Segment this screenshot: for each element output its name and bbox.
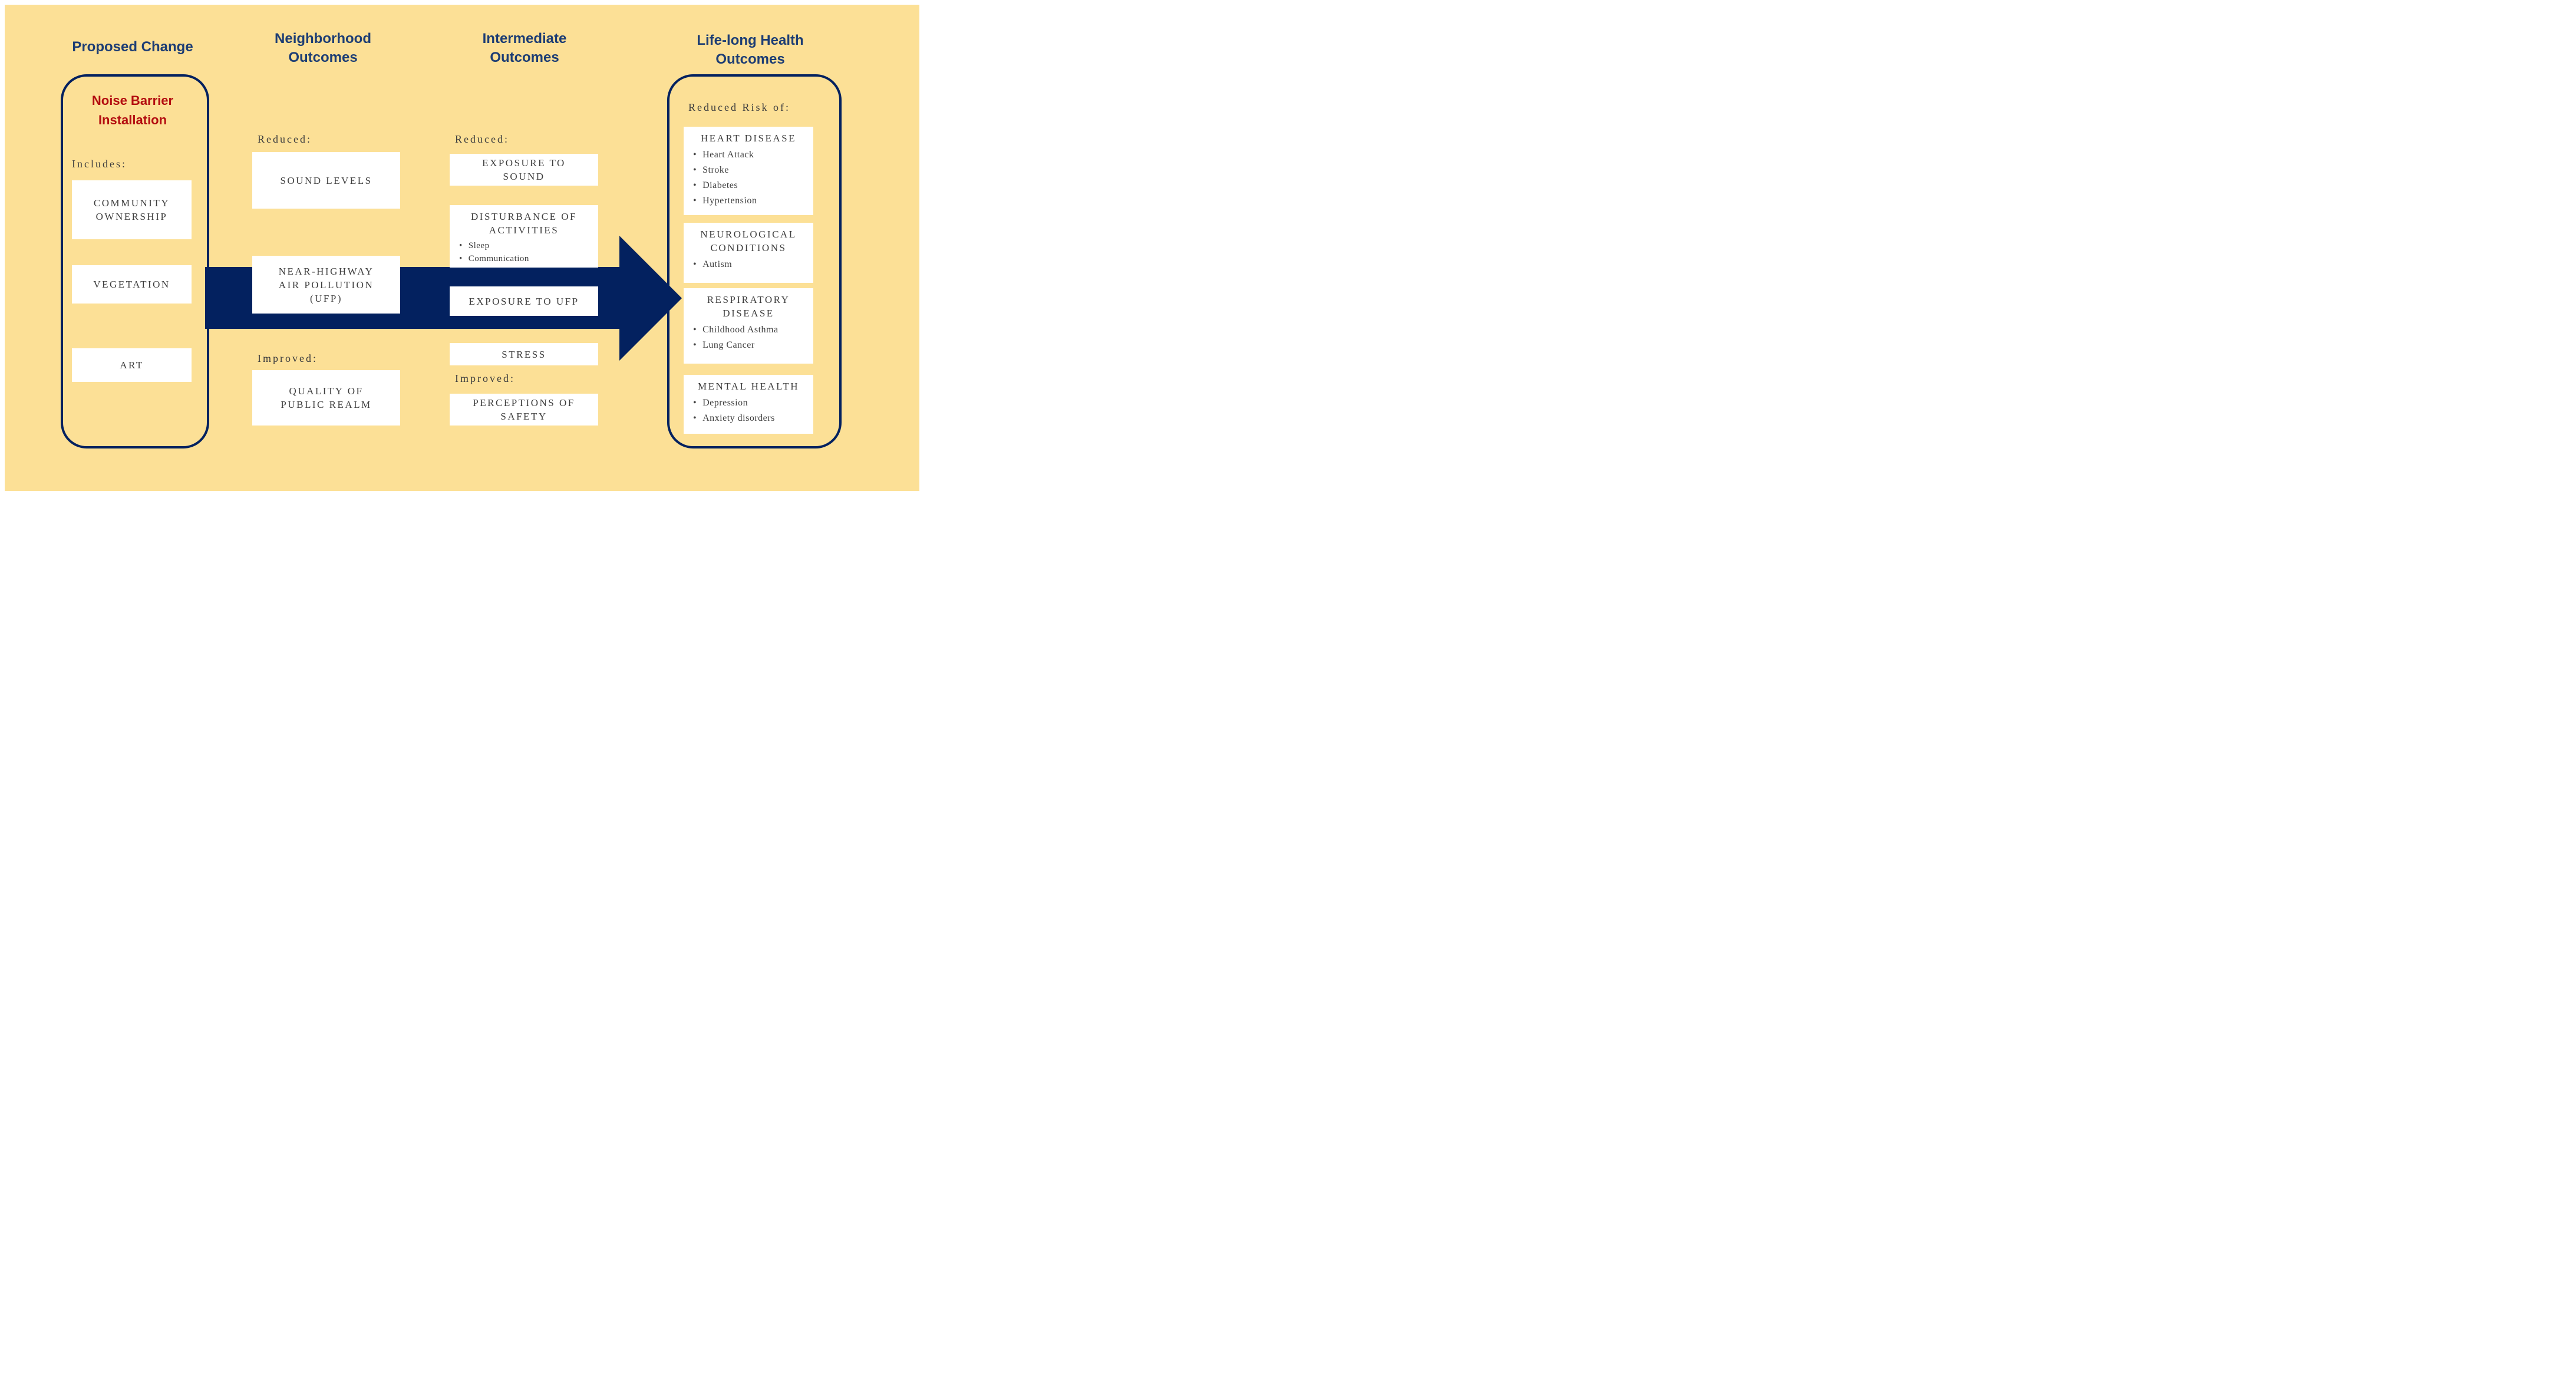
noise-barrier-installation-title: Noise Barrier Installation — [91, 93, 174, 127]
sound-levels-label: SOUND LEVELS — [280, 174, 372, 186]
perceptions-of-safety-label: PERCEPTIONS OF SAFETY — [473, 397, 575, 422]
neurological-conditions-box: NEUROLOGICAL CONDITIONS Autism — [684, 223, 813, 283]
bullet-item: Childhood Asthma — [693, 322, 810, 338]
lifelong-health-panel — [667, 74, 842, 448]
heart-disease-box: HEART DISEASE Heart Attack Stroke Diabet… — [684, 127, 813, 215]
near-highway-air-pollution-label: NEAR-HIGHWAY AIR POLLUTION (UFP) — [278, 265, 374, 304]
bullet-item: Stroke — [693, 163, 810, 178]
art-label: ART — [120, 359, 144, 371]
reduced-risk-of-label: Reduced Risk of: — [688, 101, 790, 113]
respiratory-disease-box: RESPIRATORY DISEASE Childhood Asthma Lun… — [684, 288, 813, 364]
bullet-item: Heart Attack — [693, 147, 810, 163]
mental-health-box: MENTAL HEALTH Depression Anxiety disorde… — [684, 375, 813, 434]
proposed-change-panel — [61, 74, 209, 448]
disturbance-bullet-list: Sleep Communication — [450, 239, 598, 265]
column-header-neighborhood-outcomes: Neighborhood Outcomes — [275, 31, 371, 65]
bullet-item: Lung Cancer — [693, 338, 810, 353]
neurological-conditions-label: NEUROLOGICAL CONDITIONS — [700, 229, 797, 253]
bullet-item: Diabetes — [693, 178, 810, 193]
exposure-to-ufp-label: EXPOSURE TO UFP — [469, 295, 579, 307]
exposure-to-sound-box: EXPOSURE TO SOUND — [450, 154, 598, 186]
stress-box: STRESS — [450, 343, 598, 365]
disturbance-of-activities-label: DISTURBANCE OF ACTIVITIES — [471, 211, 577, 236]
flow-arrow-head — [619, 236, 682, 361]
near-highway-air-pollution-box: NEAR-HIGHWAY AIR POLLUTION (UFP) — [252, 256, 400, 314]
respiratory-disease-label: RESPIRATORY DISEASE — [707, 294, 790, 319]
bullet-item: Depression — [693, 395, 810, 411]
includes-label: Includes: — [72, 158, 127, 170]
mental-health-bullet-list: Depression Anxiety disorders — [684, 395, 813, 426]
exposure-to-sound-label: EXPOSURE TO SOUND — [482, 157, 566, 182]
mental-health-label: MENTAL HEALTH — [697, 381, 799, 392]
quality-of-public-realm-box: QUALITY OF PUBLIC REALM — [252, 370, 400, 426]
community-ownership-label: COMMUNITY OWNERSHIP — [93, 197, 170, 222]
neighborhood-reduced-label: Reduced: — [258, 133, 312, 145]
bullet-item: Anxiety disorders — [693, 411, 810, 426]
vegetation-label: VEGETATION — [93, 279, 170, 290]
vegetation-box: VEGETATION — [72, 265, 192, 304]
column-header-intermediate-outcomes: Intermediate Outcomes — [482, 31, 567, 65]
intermediate-improved-label: Improved: — [455, 372, 515, 384]
heart-disease-label: HEART DISEASE — [701, 133, 796, 144]
neurological-bullet-list: Autism — [684, 257, 813, 272]
sound-levels-box: SOUND LEVELS — [252, 152, 400, 209]
bullet-item: Sleep — [459, 239, 595, 252]
perceptions-of-safety-box: PERCEPTIONS OF SAFETY — [450, 394, 598, 426]
stress-label: STRESS — [502, 348, 546, 360]
disturbance-of-activities-box: DISTURBANCE OF ACTIVITIES Sleep Communic… — [450, 205, 598, 268]
bullet-item: Autism — [693, 257, 810, 272]
exposure-to-ufp-box: EXPOSURE TO UFP — [450, 286, 598, 316]
bullet-item: Communication — [459, 252, 595, 265]
art-box: ART — [72, 348, 192, 382]
column-header-lifelong-health-outcomes: Life-long Health Outcomes — [697, 32, 804, 67]
bullet-item: Hypertension — [693, 193, 810, 209]
logic-model-diagram: Proposed Change Neighborhood Outcomes In… — [0, 0, 924, 496]
neighborhood-improved-label: Improved: — [258, 352, 318, 364]
intermediate-reduced-label: Reduced: — [455, 133, 509, 145]
column-header-proposed-change: Proposed Change — [72, 39, 193, 55]
community-ownership-box: COMMUNITY OWNERSHIP — [72, 180, 192, 239]
heart-disease-bullet-list: Heart Attack Stroke Diabetes Hypertensio… — [684, 147, 813, 209]
quality-of-public-realm-label: QUALITY OF PUBLIC REALM — [281, 385, 372, 410]
respiratory-bullet-list: Childhood Asthma Lung Cancer — [684, 322, 813, 353]
